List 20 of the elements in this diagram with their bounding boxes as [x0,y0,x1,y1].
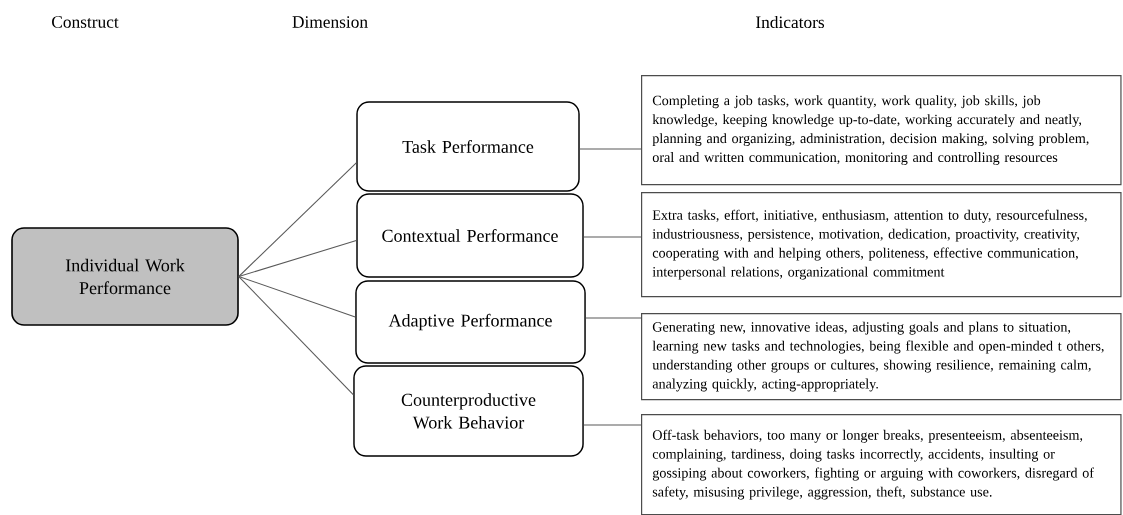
connector-line [583,424,642,426]
construct-box: Individual Work Performance [11,227,239,326]
connector-line [585,317,642,319]
connector-line [583,236,642,238]
connector-line [238,162,357,278]
connector-line [579,148,642,150]
column-heading: Construct [52,16,119,28]
indicator-box: Extra tasks, effort, initiative, enthusiasm, attention to duty, resourcefulness, industriousness, persistence, motivation, dedication, proactivity, creativity, cooperating with and helping others, politeness, effective communication, interpersonal relations, organizational commitment [641,192,1122,298]
indicator-box: Off-task behaviors, too many or longer breaks, presenteeism, absenteeism, complaining, tardiness, doing tasks incorrectly, accidents, insulting or gossiping about coworkers, fighting or arguing with coworkers, disregard of safety, misusing privilege, aggression, theft, substance use. [641,414,1122,515]
column-heading: Indicators [756,15,825,29]
indicator-box: Completing a job tasks, work quantity, work quality, job skills, job knowledge, keeping knowledge up-to-date, working accurately and neatly, planning and organizing, administration, decision making, solving problem, oral and written communication, monitoring and controlling resources [641,75,1122,186]
connector-line [238,275,356,318]
column-heading: Dimension [292,16,368,28]
indicator-box: Generating new, innovative ideas, adjusting goals and plans to situation, learning new tasks and technologies, being flexible and open-minded t others, understanding other groups or cultures, showing resilience, remaining calm, analyzing quickly, acting-appropriately. [641,313,1122,401]
connector-line [238,240,357,278]
connector-line [238,275,354,396]
dimension-box: Adaptive Performance [355,280,586,364]
dimension-box: Task Performance [356,101,580,192]
dimension-box: Contextual Performance [356,193,584,278]
dimension-box: Counterproductive Work Behavior [353,365,584,457]
